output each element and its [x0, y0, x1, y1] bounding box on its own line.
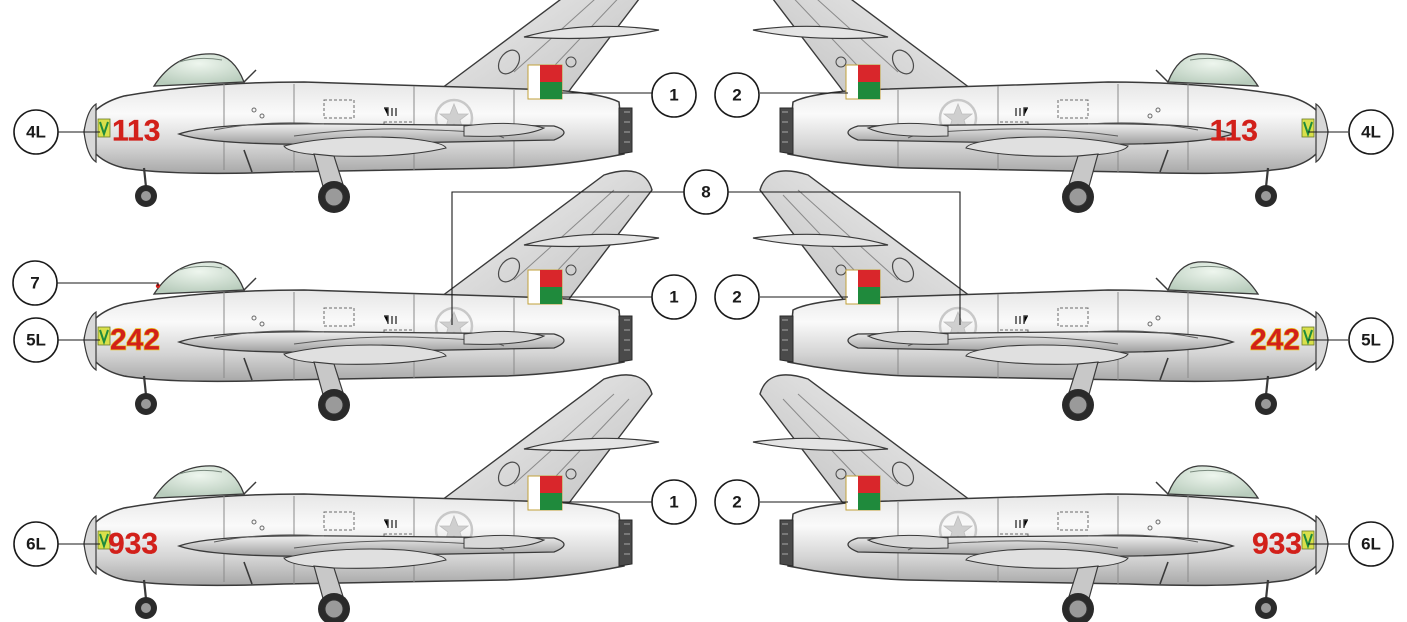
callout-nose-row1-left: 4L: [13, 109, 59, 155]
callout-nose-row3-left: 6L: [13, 521, 59, 567]
callout-nose-row2-right: 5L: [1348, 317, 1394, 363]
serial-row1-right: 113: [1210, 115, 1258, 148]
svg-text:2: 2: [732, 86, 741, 105]
svg-text:4L: 4L: [1361, 123, 1381, 142]
callout-flag-row2-left: 1: [651, 274, 697, 320]
aircraft-row2-left: 242: [82, 169, 661, 423]
svg-text:5L: 5L: [1361, 331, 1381, 350]
svg-text:6L: 6L: [1361, 535, 1381, 554]
svg-text:5L: 5L: [26, 331, 46, 350]
aircraft-row2-right: 242: [751, 169, 1330, 423]
serial-row3-left: 933: [108, 528, 158, 561]
callout-nose-row3-right: 6L: [1348, 521, 1394, 567]
callout-flag-row3-right: 2: [714, 479, 760, 525]
callout-shared-8: 8: [683, 169, 729, 215]
callout-flag-row1-right: 2: [714, 72, 760, 118]
callout-flag-row1-left: 1: [651, 72, 697, 118]
serial-row2-left: 242: [110, 324, 160, 357]
svg-text:2: 2: [732, 493, 741, 512]
svg-text:1: 1: [669, 288, 678, 307]
callout-extra-7: 7: [12, 260, 58, 306]
serial-row3-right: 933: [1252, 528, 1302, 561]
leader-lines: [57, 92, 1348, 545]
aircraft-row1-left: 113: [82, 0, 661, 215]
svg-text:7: 7: [30, 274, 39, 293]
callout-flag-row3-left: 1: [651, 479, 697, 525]
callout-nose-row2-left: 5L: [13, 317, 59, 363]
svg-text:1: 1: [669, 86, 678, 105]
aircraft-row3-right: 933: [751, 373, 1330, 622]
aircraft-row1-right: 113: [751, 0, 1330, 215]
callout-nose-row1-right: 4L: [1348, 109, 1394, 155]
svg-text:1: 1: [669, 493, 678, 512]
serial-row1-left: 113: [112, 115, 160, 148]
aircraft-row3-left: 933: [82, 373, 661, 622]
svg-text:4L: 4L: [26, 123, 46, 142]
callout-flag-row2-right: 2: [714, 274, 760, 320]
svg-text:8: 8: [701, 183, 710, 202]
svg-text:6L: 6L: [26, 535, 46, 554]
serial-row2-right: 242: [1250, 324, 1300, 357]
svg-text:2: 2: [732, 288, 741, 307]
